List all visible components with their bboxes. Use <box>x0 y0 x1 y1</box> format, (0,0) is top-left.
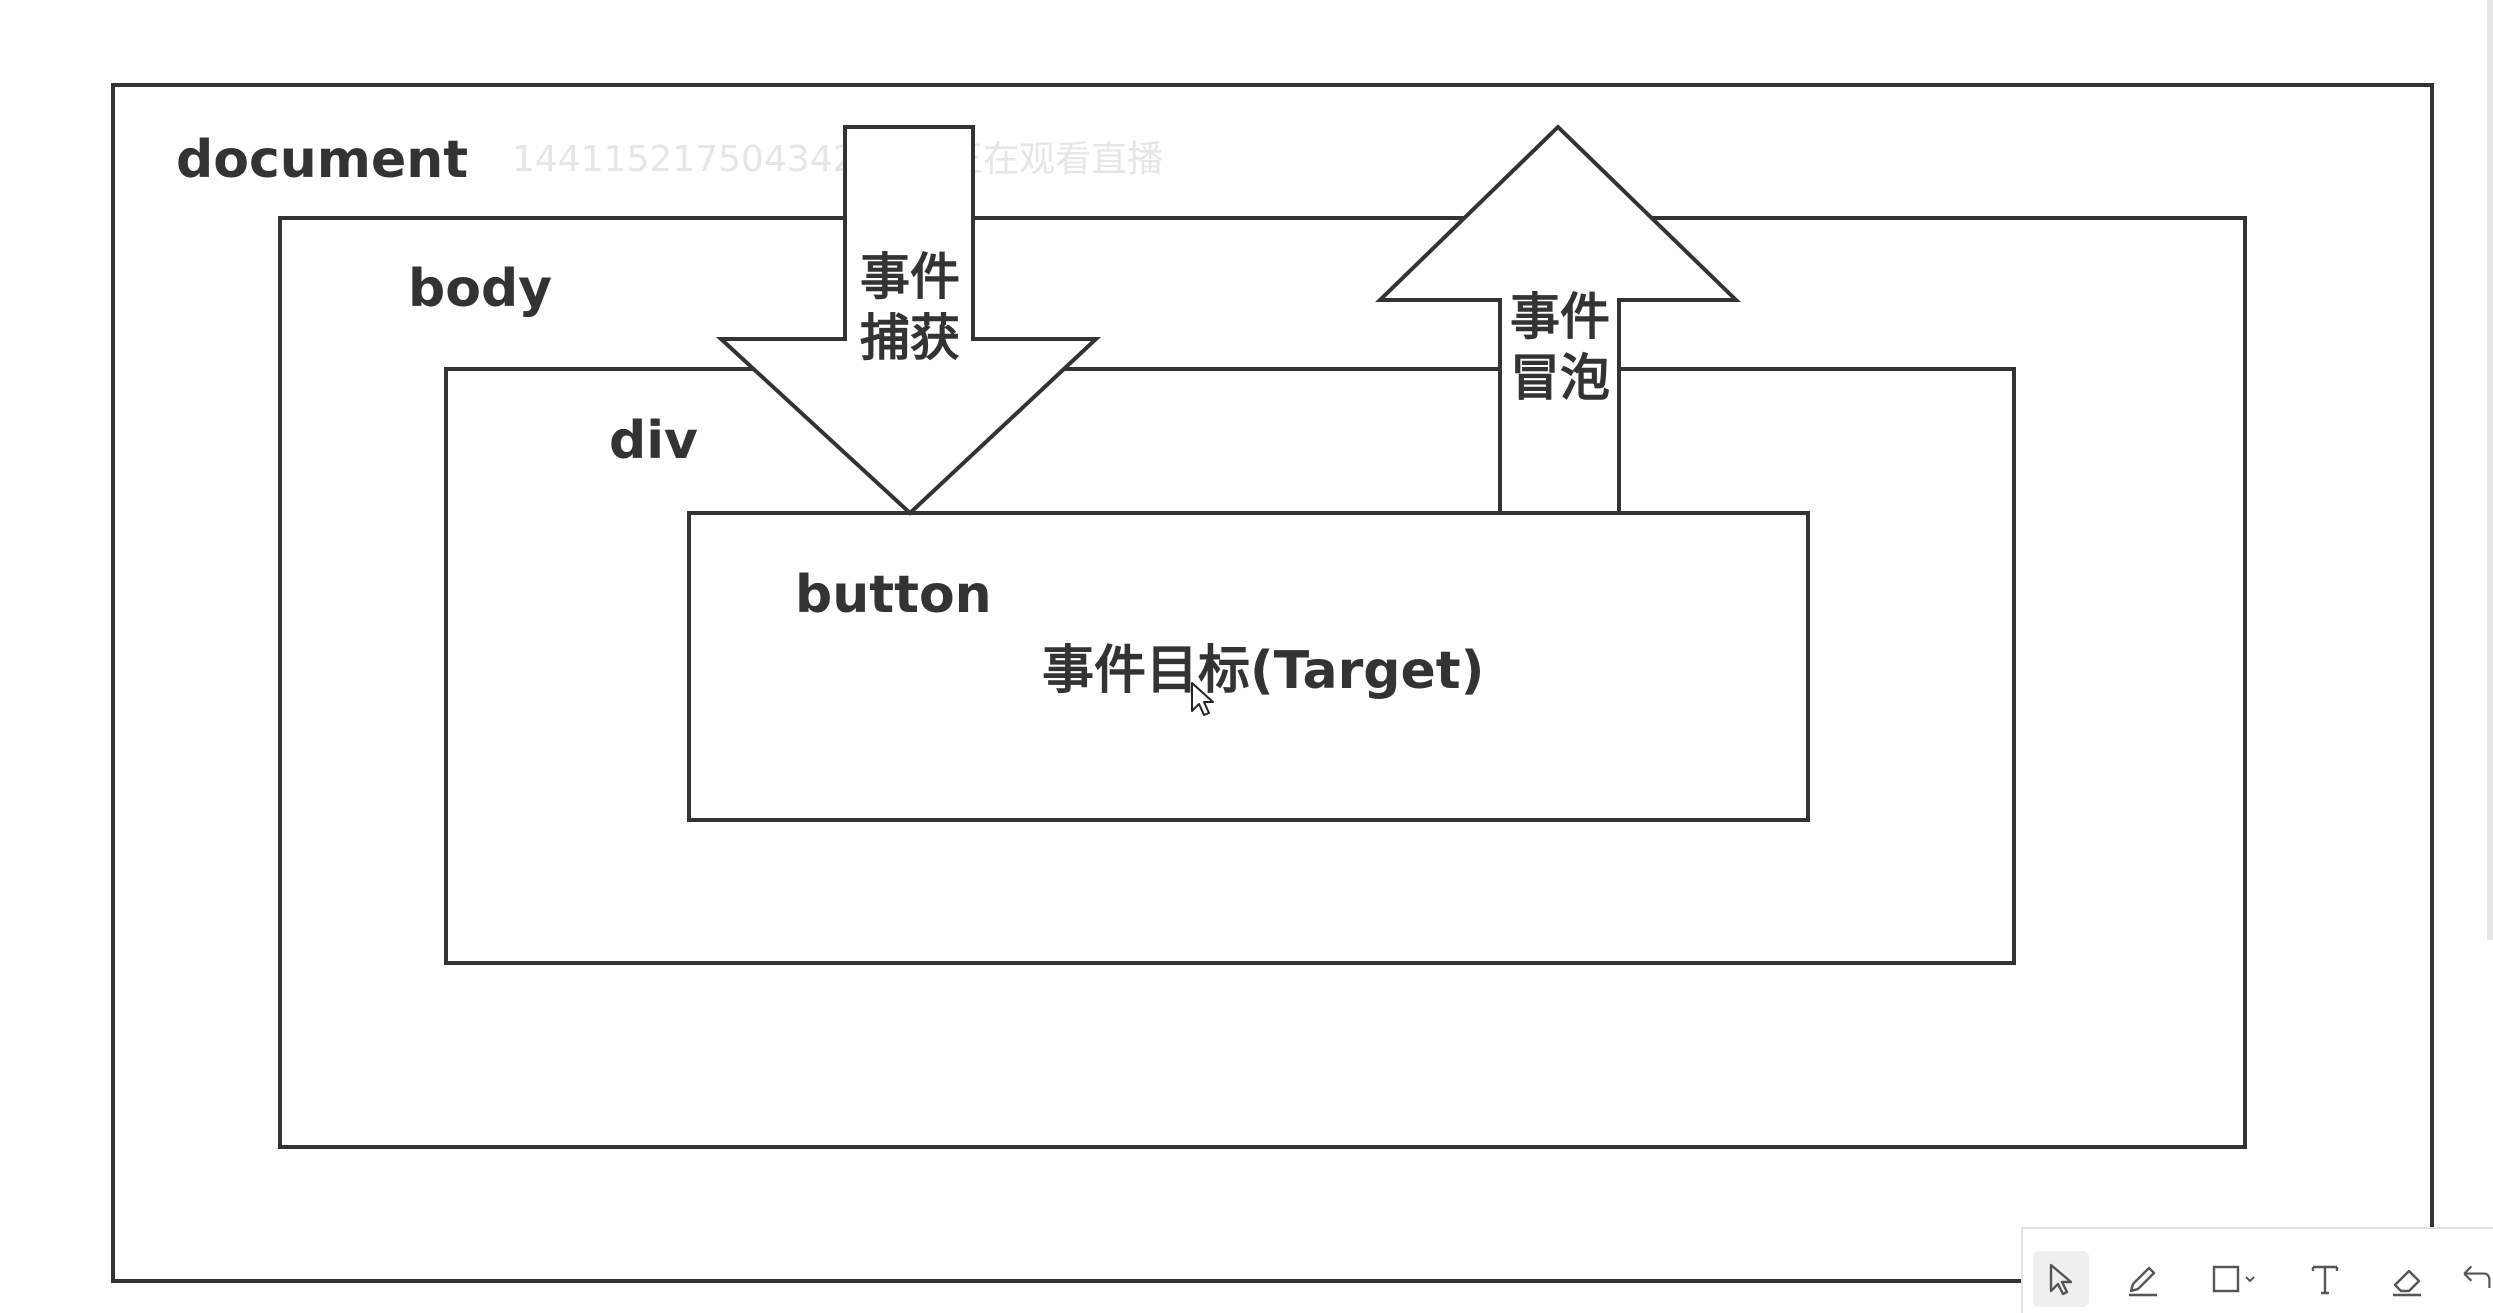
chevron-down-icon <box>2245 1276 2255 1283</box>
div-label: div <box>609 411 698 471</box>
button-label: button <box>795 565 992 625</box>
bubble-label: 事件 冒泡 <box>1510 288 1610 407</box>
rectangle-icon <box>2212 1265 2255 1293</box>
undo-tool-button[interactable] <box>2457 1251 2493 1307</box>
capture-label: 事件 捕获 <box>860 248 960 367</box>
undo-icon <box>2463 1265 2491 1288</box>
eraser-tool-button[interactable] <box>2379 1251 2435 1307</box>
mouse-cursor-icon <box>1191 682 1214 716</box>
eraser-icon <box>2393 1269 2421 1297</box>
pen-tool-button[interactable] <box>2115 1251 2171 1307</box>
target-label: 事件目标(Target) <box>1042 641 1485 701</box>
text-icon <box>2311 1265 2339 1295</box>
watermark-text: 1441152175043424607正在观看直播 <box>512 139 1164 180</box>
cursor-icon <box>2049 1263 2073 1296</box>
capture-arrow <box>715 125 1102 516</box>
document-label: document <box>176 130 469 190</box>
annotation-toolbar <box>2021 1227 2493 1313</box>
bubble-arrow <box>1375 124 1741 515</box>
body-label: body <box>408 259 553 319</box>
scrollbar[interactable] <box>2487 0 2493 940</box>
pen-icon <box>2129 1266 2157 1297</box>
button-box <box>687 511 1810 822</box>
select-tool-button[interactable] <box>2033 1251 2089 1307</box>
text-tool-button[interactable] <box>2297 1251 2353 1307</box>
shape-tool-button[interactable] <box>2199 1251 2271 1307</box>
